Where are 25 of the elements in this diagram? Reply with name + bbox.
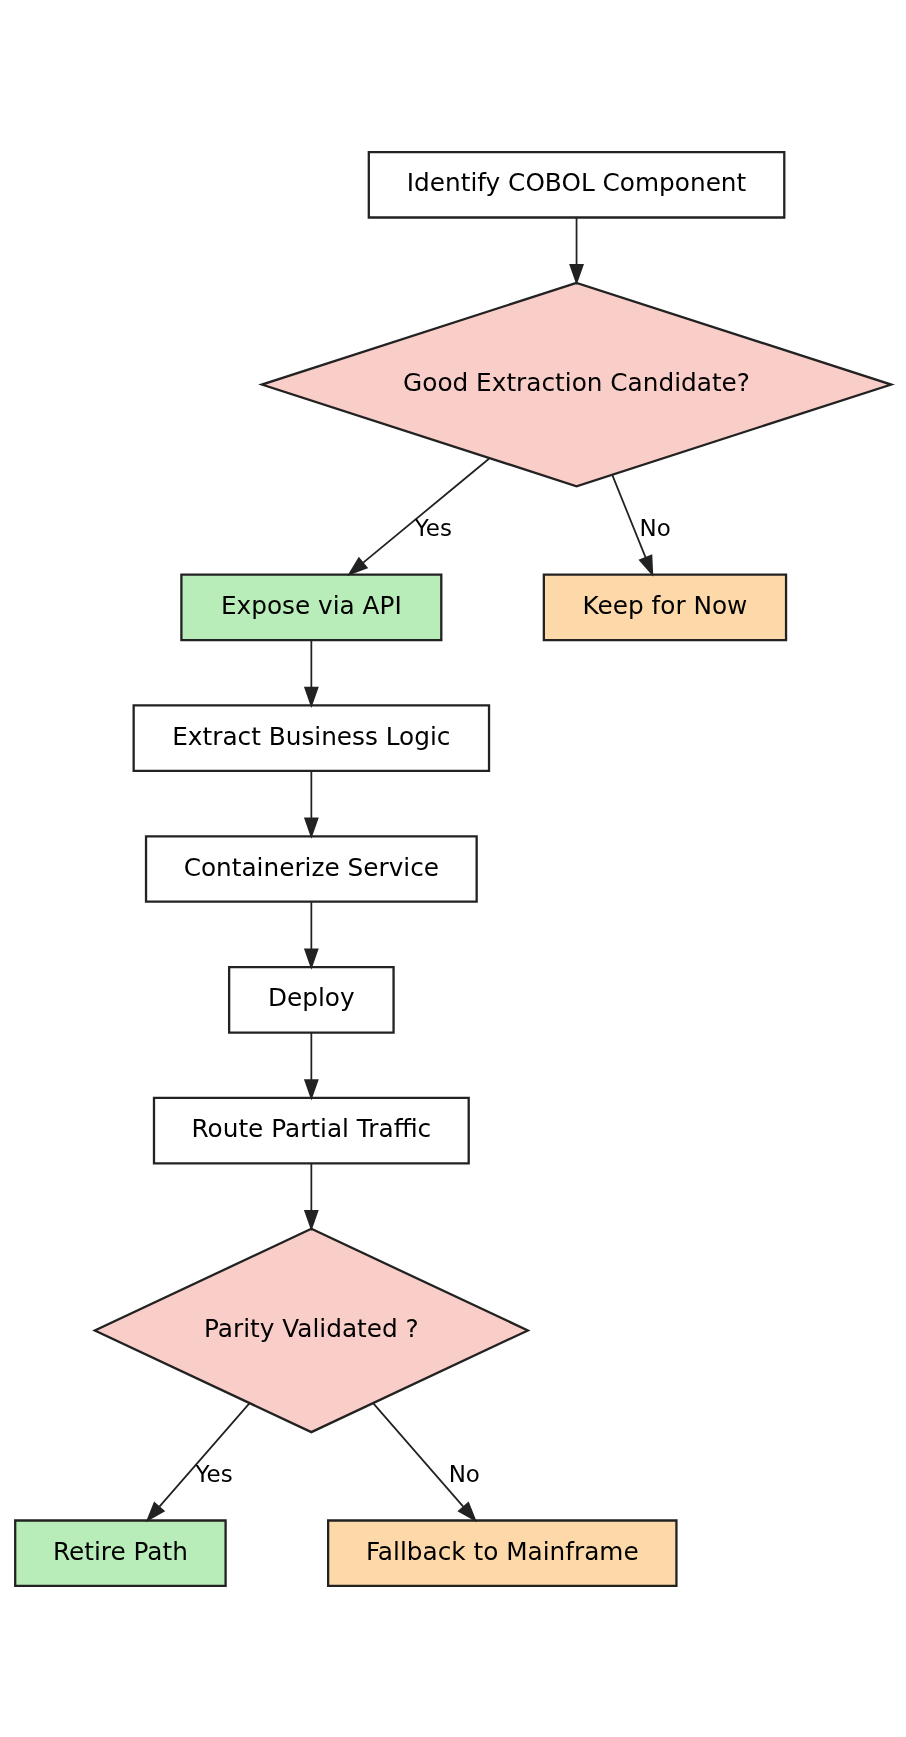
arrow: [569, 216, 584, 285]
arrow: [303, 1031, 319, 1100]
edge-label: Yes: [414, 514, 452, 541]
node-box: Deploy: [228, 965, 395, 1034]
node-box: Retire Path: [14, 1518, 227, 1587]
node-box: Route Partial Traffic: [152, 1096, 470, 1164]
arrow: [145, 1402, 251, 1522]
node-diamond: Good Extraction Candidate?: [258, 281, 895, 487]
node-box: Extract Business Logic: [132, 703, 491, 772]
node-box: Fallback to Mainframe: [327, 1518, 678, 1587]
node-diamond: Parity Validated ?: [92, 1227, 531, 1433]
arrow: [611, 473, 654, 577]
node-box: Containerize Service: [144, 834, 478, 903]
arrow: [372, 1402, 477, 1522]
arrow: [303, 639, 319, 708]
edge-label: Yes: [195, 1460, 233, 1487]
arrow: [303, 1162, 319, 1231]
arrow: [347, 457, 490, 576]
arrow: [303, 900, 319, 970]
edge-label: No: [639, 514, 671, 541]
node-box: Identify COBOL Component: [367, 150, 786, 219]
node-box: Expose via API: [180, 573, 443, 641]
node-box: Keep for Now: [542, 573, 788, 641]
edge-label: No: [448, 1460, 480, 1487]
arrow: [303, 770, 319, 839]
